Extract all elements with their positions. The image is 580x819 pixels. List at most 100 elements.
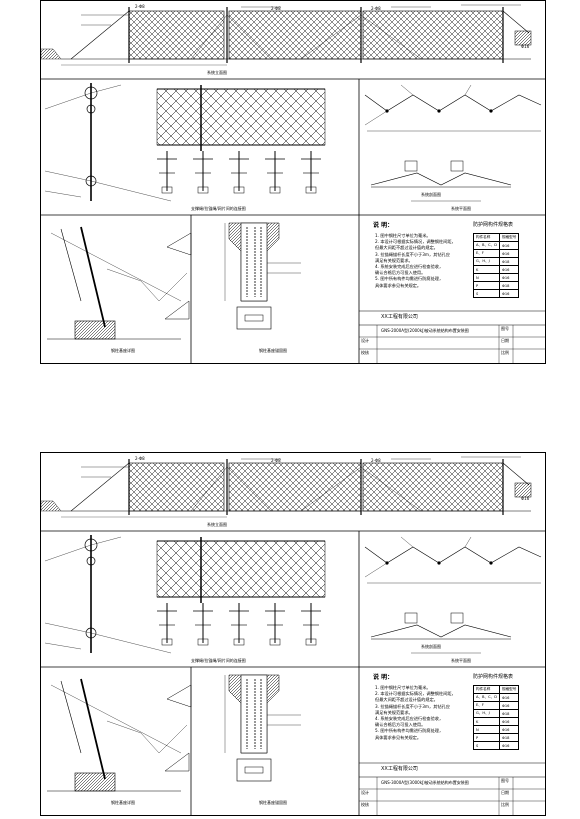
notes-list: 1. 图中钢柱尺寸单位为毫米。2. 本设计可根据实际情况，调整钢柱间距， 但最大…	[375, 685, 471, 741]
notes-list: 1. 图中钢柱尺寸单位为毫米。2. 本设计可根据实际情况，调整钢柱间距， 但最大…	[375, 233, 471, 289]
table-cell: Φ18	[498, 733, 520, 742]
table-cell: S	[473, 289, 500, 298]
table-cell: Φ16	[498, 273, 520, 282]
table-header: 构件名称	[473, 685, 500, 694]
net-panel	[228, 462, 362, 512]
drawing-canvas	[41, 456, 545, 815]
table-cell: E、F	[473, 249, 500, 258]
table-header: 构件名称	[473, 233, 500, 242]
table-cell: Φ16	[498, 741, 520, 750]
note-line: 确认合格后方可投入使用。	[375, 722, 426, 728]
table-cell: Φ18	[498, 281, 520, 290]
note-line: 但最大间距不超过设计值的规定。	[375, 245, 438, 251]
note-line: 但最大间距不超过设计值的规定。	[375, 697, 438, 703]
elevation-label: 2-Φ8	[271, 458, 281, 463]
title-block-field: 日期	[501, 338, 509, 343]
table-cell: E、F	[473, 701, 500, 710]
panel-title: 系统立面图	[207, 70, 227, 75]
panel-title: 钢柱基座锚固图	[259, 800, 287, 805]
table-cell: P	[473, 733, 500, 742]
elevation-label: Φ16	[521, 496, 530, 501]
panel-title: 支撑绳/拉锚绳/网片间的连接图	[191, 658, 246, 663]
net-panel	[228, 10, 362, 60]
table-cell: P	[473, 281, 500, 290]
note-line: 5. 图中所有构件均需进行防腐处理，	[375, 728, 444, 734]
table-cell: N	[473, 725, 500, 734]
table-cell: N	[473, 273, 500, 282]
net-panel	[362, 10, 504, 60]
note-line: 满足有关规范要求。	[375, 709, 413, 715]
note-line: 确认合格后方可投入使用。	[375, 270, 426, 276]
table-title: 防护网构件规格表	[473, 222, 514, 228]
net-panel	[128, 462, 225, 512]
table-cell: A、B、C、D	[473, 693, 500, 702]
elevation-label: 2-Φ8	[135, 456, 145, 461]
table-cell: A、B、C、D	[473, 241, 500, 250]
net-panel	[362, 462, 504, 512]
table-header: 规格型号	[498, 685, 520, 694]
note-line: 3. 拉锚绳锚杆长度不小于3m，其钻孔应	[375, 703, 450, 709]
elevation-label: 2-Φ8	[371, 6, 381, 11]
table-cell: K	[473, 265, 500, 274]
note-line: 4. 系统安装完成后应进行检查验收，	[375, 716, 444, 722]
table-cell: Φ16	[498, 725, 520, 734]
drawing-canvas	[41, 4, 545, 363]
table-header: 规格型号	[498, 233, 520, 242]
table-cell: Φ16	[498, 717, 520, 726]
elevation-label: 2-Φ8	[371, 458, 381, 463]
title-block-field: 图号	[501, 778, 509, 783]
title-block-label: 校核	[361, 802, 369, 807]
company-name: XX工程有限公司	[381, 766, 418, 772]
panel-title: 系统平面图	[451, 658, 471, 663]
table-cell: Φ16	[498, 693, 520, 702]
panel-title: 钢柱基座详图	[111, 348, 135, 353]
note-line: 满足有关规范要求。	[375, 257, 413, 263]
note-line: 2. 本设计可根据实际情况，调整钢柱间距，	[375, 239, 456, 245]
title-block-label: 设计	[361, 790, 369, 795]
panel-title: 系统剖面图	[421, 192, 441, 197]
note-line: 2. 本设计可根据实际情况，调整钢柱间距，	[375, 691, 456, 697]
note-line: 1. 图中钢柱尺寸单位为毫米。	[375, 233, 431, 238]
notes-title: 说 明：	[373, 222, 394, 229]
table-cell: K	[473, 717, 500, 726]
table-cell: Φ18	[498, 709, 520, 718]
table-cell: Φ16	[498, 265, 520, 274]
net-panel	[128, 10, 225, 60]
note-line: 5. 图中所有构件均需进行防腐处理，	[375, 276, 444, 282]
title-block-field: 比例	[501, 350, 509, 355]
elevation-label: 2-Φ8	[271, 6, 281, 11]
title-block-field: 日期	[501, 790, 509, 795]
company-name: XX工程有限公司	[381, 314, 418, 320]
title-block-label: 校核	[361, 350, 369, 355]
title-block-field: 比例	[501, 802, 509, 807]
table-cell: G、H、J	[473, 709, 500, 718]
elevation-label: 2-Φ8	[135, 4, 145, 9]
panel-title: 系统立面图	[207, 522, 227, 527]
panel-title: 钢柱基座详图	[111, 800, 135, 805]
notes-title: 说 明：	[373, 674, 394, 681]
title-block-field: 图号	[501, 326, 509, 331]
table-cell: Φ16	[498, 249, 520, 258]
table-cell: G、H、J	[473, 257, 500, 266]
elevation-label: Φ16	[521, 44, 530, 49]
note-line: 具体要求参见有关规定。	[375, 282, 422, 288]
note-line: 4. 系统安装完成后应进行检查验收，	[375, 264, 444, 270]
panel-title: 支撑绳/拉锚绳/网片间的连接图	[191, 206, 246, 211]
